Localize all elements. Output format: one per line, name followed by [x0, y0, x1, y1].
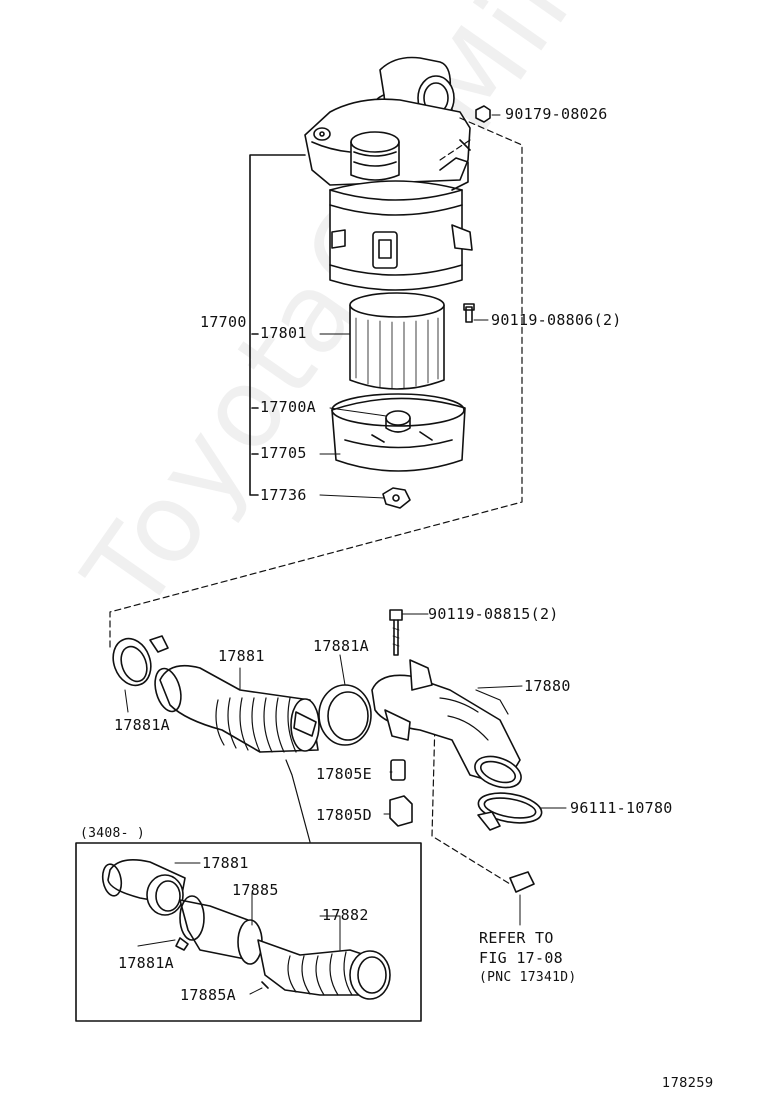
refer-line-1: REFER TO [479, 929, 554, 947]
label-90179-08026: 90179-08026 [505, 105, 608, 123]
label-17700a: 17700A [260, 398, 316, 416]
label-17881a-left: 17881A [114, 716, 170, 734]
label-17700: 17700 [200, 313, 247, 331]
label-17881a-top: 17881A [313, 637, 369, 655]
refer-line-3: (PNC 17341D) [479, 970, 577, 985]
bolt-90119-08815 [389, 609, 403, 656]
inset-assembly [101, 859, 391, 1000]
intake-hose-17881 [154, 664, 320, 753]
label-90119-08806: 90119-08806(2) [491, 311, 622, 329]
label-17801: 17801 [260, 324, 307, 342]
intake-hose-17880 [371, 659, 522, 789]
air-cleaner-assembly [304, 56, 491, 509]
label-17705: 17705 [260, 444, 307, 462]
hose-clamp-96111 [477, 792, 543, 831]
label-17881a-inset: 17881A [118, 954, 174, 972]
label-96111-10780: 96111-10780 [570, 799, 673, 817]
label-17885: 17885 [232, 881, 279, 899]
group-bracket [249, 154, 306, 496]
inset-box [75, 842, 422, 1022]
label-90119-08815: 90119-08815(2) [428, 605, 559, 623]
label-17805e: 17805E [316, 765, 372, 783]
figure-id: 178259 [662, 1076, 714, 1091]
label-17880: 17880 [524, 677, 571, 695]
label-17881-top: 17881 [218, 647, 265, 665]
label-17882: 17882 [322, 906, 369, 924]
label-17885a: 17885A [180, 986, 236, 1004]
hose-clamp-left [112, 635, 169, 687]
part-17805d [389, 795, 413, 827]
label-inset-range: (3408- ) [80, 826, 146, 841]
label-17881-inset: 17881 [202, 854, 249, 872]
label-17736: 17736 [260, 486, 307, 504]
label-17805d: 17805D [316, 806, 372, 824]
part-17805e [390, 759, 406, 781]
refer-line-2: FIG 17-08 [479, 949, 563, 967]
hose-clamp-right [318, 684, 372, 746]
